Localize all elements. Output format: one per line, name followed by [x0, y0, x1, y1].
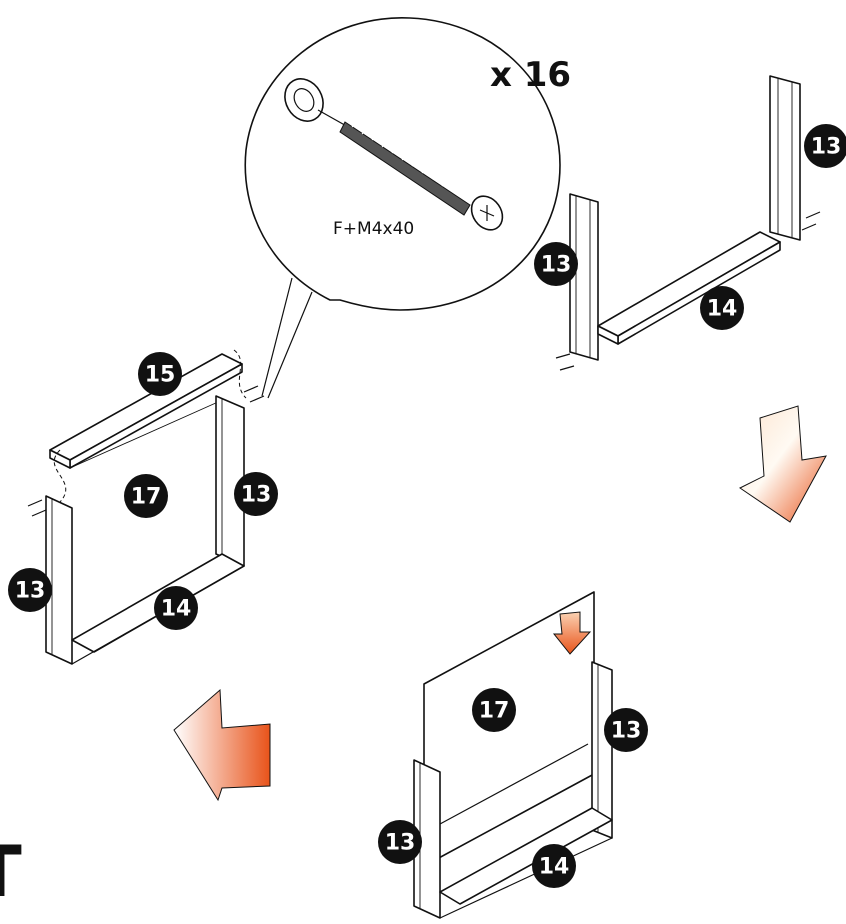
badge-13: 13: [804, 124, 846, 168]
callout-pointer: [261, 277, 313, 399]
arrow-left-icon: [173, 688, 271, 802]
svg-text:13: 13: [541, 253, 572, 278]
rail-14: [439, 807, 613, 905]
screw-code-label: F+M4x40: [333, 219, 414, 239]
badge-17: 17: [472, 688, 516, 732]
badge-14: 14: [532, 844, 576, 888]
step-bottom: 17 13 13 14: [378, 591, 648, 919]
screw-icon: [284, 78, 504, 231]
badge-13: 13: [378, 820, 422, 864]
panel-13-left: [569, 193, 599, 361]
quantity-label: x 16: [490, 55, 571, 95]
svg-text:14: 14: [707, 297, 738, 322]
arrow-down-small-icon: [552, 611, 592, 655]
svg-text:17: 17: [131, 485, 162, 510]
badge-15: 15: [138, 352, 182, 396]
svg-text:13: 13: [385, 831, 416, 856]
rail-14: [597, 231, 781, 337]
svg-text:13: 13: [611, 719, 642, 744]
edge-glyph: T: [0, 831, 22, 913]
svg-text:15: 15: [145, 363, 176, 388]
badge-17: 17: [124, 474, 168, 518]
arrow-down-icon: [739, 405, 827, 523]
badge-14: 14: [700, 286, 744, 330]
svg-text:13: 13: [15, 579, 46, 604]
badge-13: 13: [534, 242, 578, 286]
badge-14: 14: [154, 586, 198, 630]
svg-text:14: 14: [539, 855, 570, 880]
badge-13: 13: [604, 708, 648, 752]
step-top-right: 13 13 14: [534, 75, 846, 371]
screw-callout: x 16 F+M4x40: [244, 17, 571, 399]
badge-13: 13: [8, 568, 52, 612]
svg-text:13: 13: [241, 483, 272, 508]
svg-text:13: 13: [811, 135, 842, 160]
svg-text:17: 17: [479, 699, 510, 724]
panel-13-left: [45, 495, 73, 665]
svg-text:14: 14: [161, 597, 192, 622]
badge-13: 13: [234, 472, 278, 516]
panel-13-right: [769, 75, 801, 241]
step-left: 15 17 13 13 14: [8, 349, 278, 665]
